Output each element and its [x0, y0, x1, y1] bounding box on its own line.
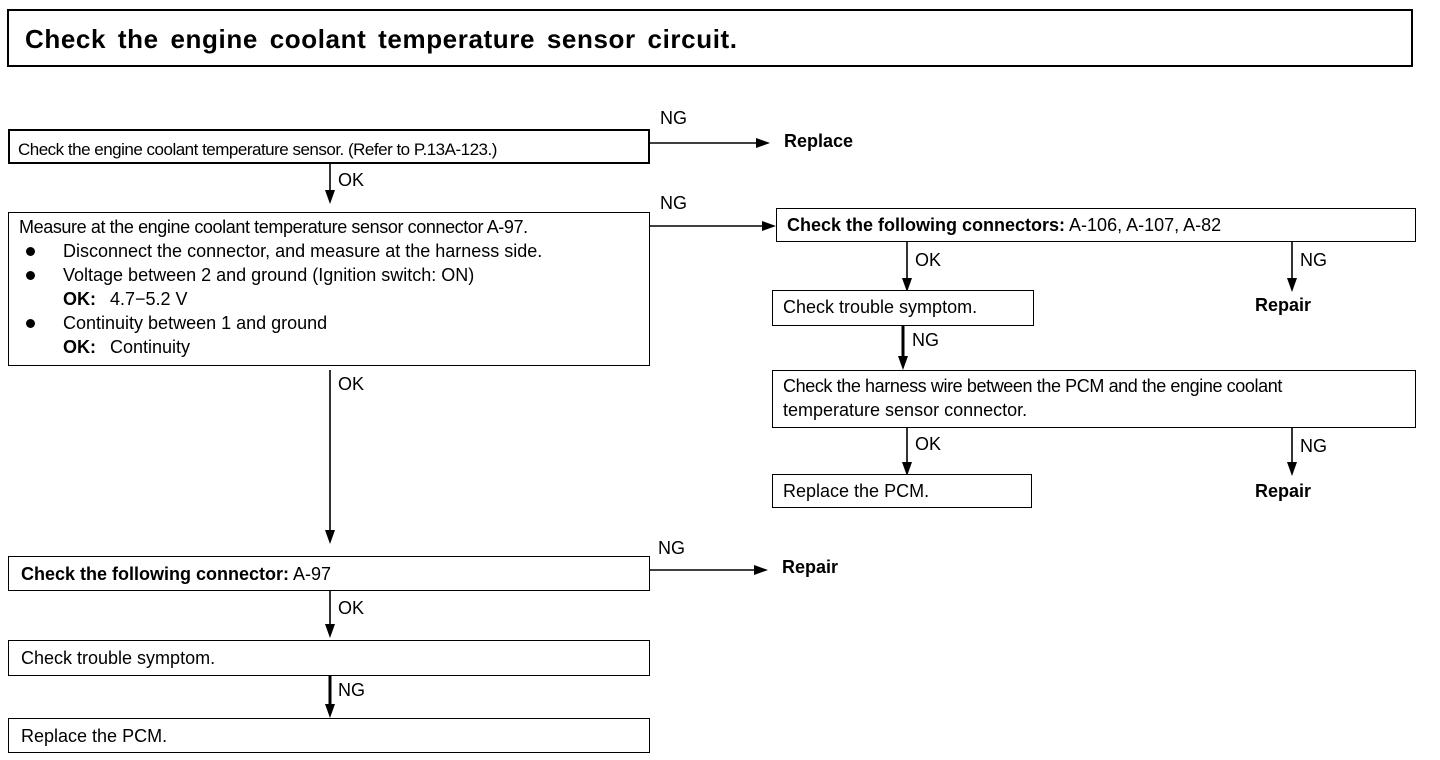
result-repair: Repair	[1255, 481, 1312, 501]
trouble-symptom-right-box: Check trouble symptom.	[772, 290, 1034, 326]
arrowhead	[754, 565, 768, 575]
a97-label: Check the following connector:	[21, 564, 290, 584]
trouble-symptom-left-box: Check trouble symptom.	[8, 640, 650, 676]
arrowhead	[762, 221, 776, 231]
arrowhead	[325, 704, 335, 718]
connectors-label: Check the following connectors:	[787, 215, 1066, 235]
ng-label: NG	[1300, 250, 1327, 270]
ng-label: NG	[1300, 436, 1327, 456]
check-sensor-text: Check the engine coolant temperature sen…	[18, 140, 497, 159]
arrowhead	[1287, 462, 1297, 476]
measure-bullet-1: Disconnect the connector, and measure at…	[19, 239, 649, 263]
a97-value: A-97	[293, 564, 332, 584]
ng-label: NG	[658, 538, 685, 558]
arrowhead	[898, 356, 908, 370]
bullet-dot	[26, 271, 35, 280]
check-connectors-right-box: Check the following connectors: A-106, A…	[776, 208, 1416, 242]
bullet-dot	[26, 247, 35, 256]
bullet-dot	[26, 319, 35, 328]
connectors-value: A-106, A-107, A-82	[1069, 215, 1222, 235]
arrowhead	[902, 278, 912, 292]
check-connector-a97-box: Check the following connector: A-97	[8, 556, 650, 591]
ok-label: OK	[338, 170, 365, 190]
measure-heading: Measure at the engine coolant temperatur…	[19, 217, 528, 237]
measure-ok-voltage: OK:4.7−5.2 V	[63, 289, 188, 309]
ng-label: NG	[660, 108, 687, 128]
result-repair: Repair	[1255, 295, 1312, 315]
measure-ok-continuity: OK:Continuity	[63, 337, 191, 357]
page-title: Check the engine coolant temperature sen…	[25, 24, 738, 54]
ng-label: NG	[660, 193, 687, 213]
measure-box: Measure at the engine coolant temperatur…	[8, 212, 650, 366]
measure-bullet-3: Continuity between 1 and ground	[19, 311, 649, 335]
harness-check-box: Check the harness wire between the PCM a…	[772, 370, 1416, 428]
measure-bullet-2: Voltage between 2 and ground (Ignition s…	[19, 263, 649, 287]
arrowhead	[325, 530, 335, 544]
replace-pcm-right-box: Replace the PCM.	[772, 474, 1032, 508]
arrowhead	[325, 624, 335, 638]
arrowhead	[902, 462, 912, 476]
arrowhead	[756, 138, 770, 148]
ok-label: OK	[915, 250, 942, 270]
ok-label: OK	[915, 434, 942, 454]
ng-label: NG	[338, 680, 365, 700]
replace-pcm-left-box: Replace the PCM.	[8, 718, 650, 753]
arrowhead	[1287, 278, 1297, 292]
ng-label: NG	[912, 330, 939, 350]
check-sensor-box: Check the engine coolant temperature sen…	[8, 129, 650, 164]
ok-label: OK	[338, 374, 365, 394]
result-repair: Repair	[782, 557, 839, 577]
result-replace: Replace	[784, 131, 854, 151]
ok-label: OK	[338, 598, 365, 618]
arrowhead	[325, 190, 335, 204]
title-box: Check the engine coolant temperature sen…	[7, 9, 1413, 67]
